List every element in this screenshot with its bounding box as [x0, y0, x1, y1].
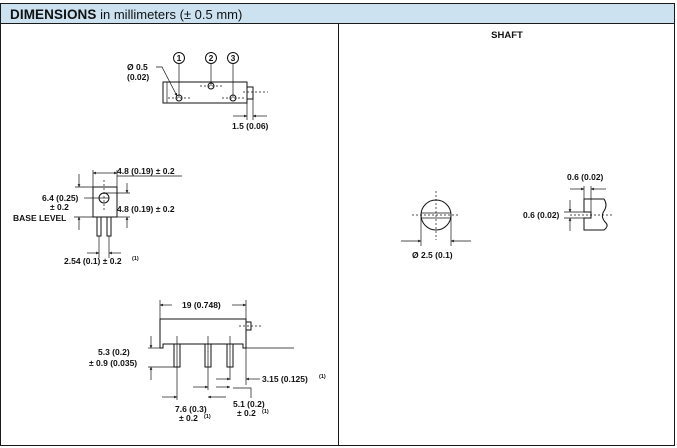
side-width-label: 4.8 (0.19) ± 0.2: [117, 166, 175, 176]
pitch-a-note: (1): [204, 414, 211, 420]
hole-diameter-leader: [156, 66, 178, 97]
base-level-label: BASE LEVEL: [13, 213, 66, 223]
dimensions-header: DIMENSIONS in millimeters (± 0.5 mm): [0, 3, 675, 24]
hole-diameter-label-1: Ø 0.5: [127, 62, 148, 72]
front-view-body: [159, 318, 247, 349]
shaft-offset-label: 1.5 (0.06): [232, 121, 269, 131]
shaft-front-drawing: Ø 2.5 (0.1): [401, 191, 471, 260]
top-view-drawing: 1 2 3 Ø 0.5 (0.02) 1.5 (0.06): [127, 52, 269, 131]
hole-diameter-label-2: (0.02): [127, 72, 149, 82]
top-view-shaft: [246, 86, 254, 100]
dimensions-title-units: in millimeters (± 0.5 mm): [96, 7, 243, 22]
dimensions-frame: [0, 23, 675, 446]
shaft-side-body: [583, 198, 608, 231]
body-height-label: 4.8 (0.19) ± 0.2: [117, 204, 175, 214]
panel-divider: [338, 23, 339, 446]
side-view-body: [92, 186, 118, 218]
shaft-title: SHAFT: [491, 30, 523, 41]
pitch-a-label-1: 7.6 (0.3): [175, 404, 207, 414]
pitch-a-label-2: ± 0.2: [179, 413, 198, 423]
total-height-label-2: ± 0.2: [50, 202, 69, 212]
pin-1-number: 1: [177, 53, 182, 63]
pin-2-number: 2: [209, 53, 214, 63]
side-view-drawing: 4.8 (0.19) ± 0.2 6.4 (0.25) ± 0.2 4.8 (0…: [13, 166, 182, 266]
pin-1-callout: [173, 52, 185, 64]
pin-3-callout: [227, 52, 239, 64]
pin-length-label-2: ± 0.9 (0.035): [89, 358, 137, 368]
side-view-pin-left: [96, 216, 102, 237]
pin-spacing-label: 2.54 (0.1) ± 0.2: [64, 256, 122, 266]
pitch-b-leader: [233, 387, 252, 398]
side-view-pin-right: [106, 216, 112, 237]
edge-offset-note: (1): [319, 374, 326, 380]
edge-offset-label: 3.15 (0.125): [262, 374, 308, 384]
pin-spacing-note: (1): [132, 256, 139, 262]
dimensions-title-bold: DIMENSIONS: [10, 7, 97, 22]
total-height-label-1: 6.4 (0.25): [42, 193, 79, 203]
pitch-b-note: (1): [262, 409, 269, 415]
pitch-b-label-1: 5.1 (0.2): [233, 399, 265, 409]
shaft-diameter-label: Ø 2.5 (0.1): [412, 250, 453, 260]
dimensions-title: DIMENSIONS in millimeters (± 0.5 mm): [10, 7, 242, 22]
pin-length-label-1: 5.3 (0.2): [98, 347, 130, 357]
pitch-b-label-2: ± 0.2: [237, 408, 256, 418]
slot-depth-label: 0.6 (0.02): [523, 210, 560, 220]
front-view-drawing: 19 (0.748) 5.3 (0.2) ± 0.9 (0.035) 3.15 …: [89, 300, 326, 423]
slot-width-label: 0.6 (0.02): [567, 172, 604, 182]
length-label: 19 (0.748): [182, 300, 221, 310]
pin-2-callout: [205, 52, 217, 64]
shaft-side-drawing: 0.6 (0.02) 0.6 (0.02): [523, 172, 614, 231]
top-view-body: [162, 81, 248, 104]
pin-3-number: 3: [231, 53, 236, 63]
